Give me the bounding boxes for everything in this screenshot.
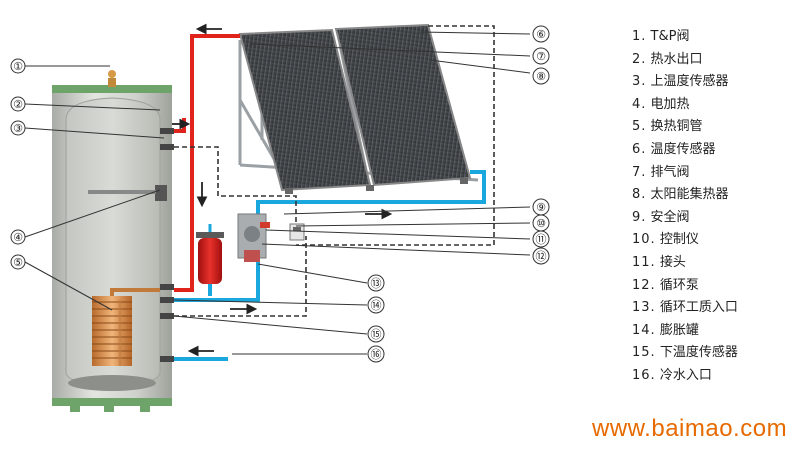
tank-bottom-cap [52, 398, 172, 406]
callout-15: ⑮ [367, 325, 385, 343]
svg-text:⑪: ⑪ [536, 233, 547, 246]
expansion-tank [196, 224, 224, 284]
solar-collectors [238, 23, 479, 194]
svg-text:⑭: ⑭ [371, 299, 382, 312]
callout-1: ① [10, 58, 26, 74]
hot-pipe-collector-to-coil [174, 34, 240, 292]
cold-water-pipes [174, 170, 486, 361]
legend-item: 9. 安全阀 [632, 209, 690, 225]
legend-item: 13. 循环工质入口 [632, 300, 738, 316]
svg-text:⑮: ⑮ [371, 328, 382, 341]
legend-item: 10. 控制仪 [632, 232, 699, 248]
callout-3: ③ [10, 120, 26, 136]
callout-10: ⑩ [532, 214, 550, 232]
callout-13: ⑬ [367, 274, 385, 292]
svg-text:④: ④ [13, 231, 23, 244]
svg-text:⑯: ⑯ [371, 348, 382, 361]
legend-item: 6. 温度传感器 [632, 141, 716, 157]
legend-item: 8. 太阳能集热器 [632, 187, 729, 203]
callout-6: ⑥ [532, 25, 550, 43]
legend-item: 15. 下温度传感器 [632, 345, 738, 361]
callout-markers: ① ② ③ ④ ⑤ ⑥ ⑦ ⑧ ⑨ ⑩ ⑪ ⑫ ⑬ ⑭ ⑮ ⑯ [10, 25, 550, 363]
legend-item: 4. 电加热 [632, 96, 690, 112]
legend-item: 11. 接头 [632, 254, 686, 270]
svg-text:⑬: ⑬ [371, 277, 382, 290]
svg-text:⑤: ⑤ [13, 256, 23, 269]
callout-2: ② [10, 96, 26, 112]
flow-arrows [172, 23, 393, 357]
tank-fittings [160, 128, 174, 362]
tp-valve [108, 70, 116, 87]
callout-8: ⑧ [532, 67, 550, 85]
svg-text:⑥: ⑥ [536, 28, 546, 41]
electric-heater [88, 185, 167, 201]
controller-box [289, 223, 305, 241]
svg-text:⑩: ⑩ [536, 217, 546, 230]
tank-base-dome [68, 375, 156, 391]
callout-16: ⑯ [367, 345, 385, 363]
legend-item: 7. 排气阀 [632, 164, 690, 180]
svg-text:③: ③ [13, 122, 23, 135]
legend-item: 1. T&P阀 [632, 29, 690, 44]
legend-item: 5. 换热铜管 [632, 119, 703, 135]
svg-text:⑫: ⑫ [536, 250, 547, 263]
legend-item: 3. 上温度传感器 [632, 74, 729, 90]
svg-text:②: ② [13, 98, 23, 111]
legend-item: 12. 循环泵 [632, 277, 699, 293]
callout-12: ⑫ [532, 247, 550, 265]
legend-item: 16. 冷水入口 [632, 367, 712, 383]
svg-text:⑦: ⑦ [536, 50, 546, 63]
storage-tank [52, 70, 174, 412]
return-pipe-to-collector [256, 170, 486, 222]
svg-text:⑨: ⑨ [536, 201, 546, 214]
tank-top-cap [52, 85, 172, 93]
callout-7: ⑦ [532, 47, 550, 65]
callout-leaders [24, 31, 531, 355]
watermark: www.baimao.com [592, 415, 788, 442]
callout-9: ⑨ [532, 198, 550, 216]
svg-text:⑧: ⑧ [536, 70, 546, 83]
legend-item: 14. 膨胀罐 [632, 322, 699, 338]
collector-panel-right [334, 23, 472, 187]
pump-station [237, 213, 270, 262]
component-legend: 1. T&P阀 2. 热水出口 3. 上温度传感器 4. 电加热 5. 换热铜管… [632, 26, 738, 388]
svg-text:①: ① [13, 60, 23, 73]
callout-14: ⑭ [367, 296, 385, 314]
legend-item: 2. 热水出口 [632, 51, 703, 67]
copper-coil [92, 288, 160, 366]
callout-4: ④ [10, 229, 26, 245]
sensor-signal-lines [174, 25, 495, 317]
collector-feet [285, 178, 468, 194]
tank-feet [70, 404, 150, 412]
callout-5: ⑤ [10, 254, 26, 270]
callout-11: ⑪ [532, 230, 550, 248]
